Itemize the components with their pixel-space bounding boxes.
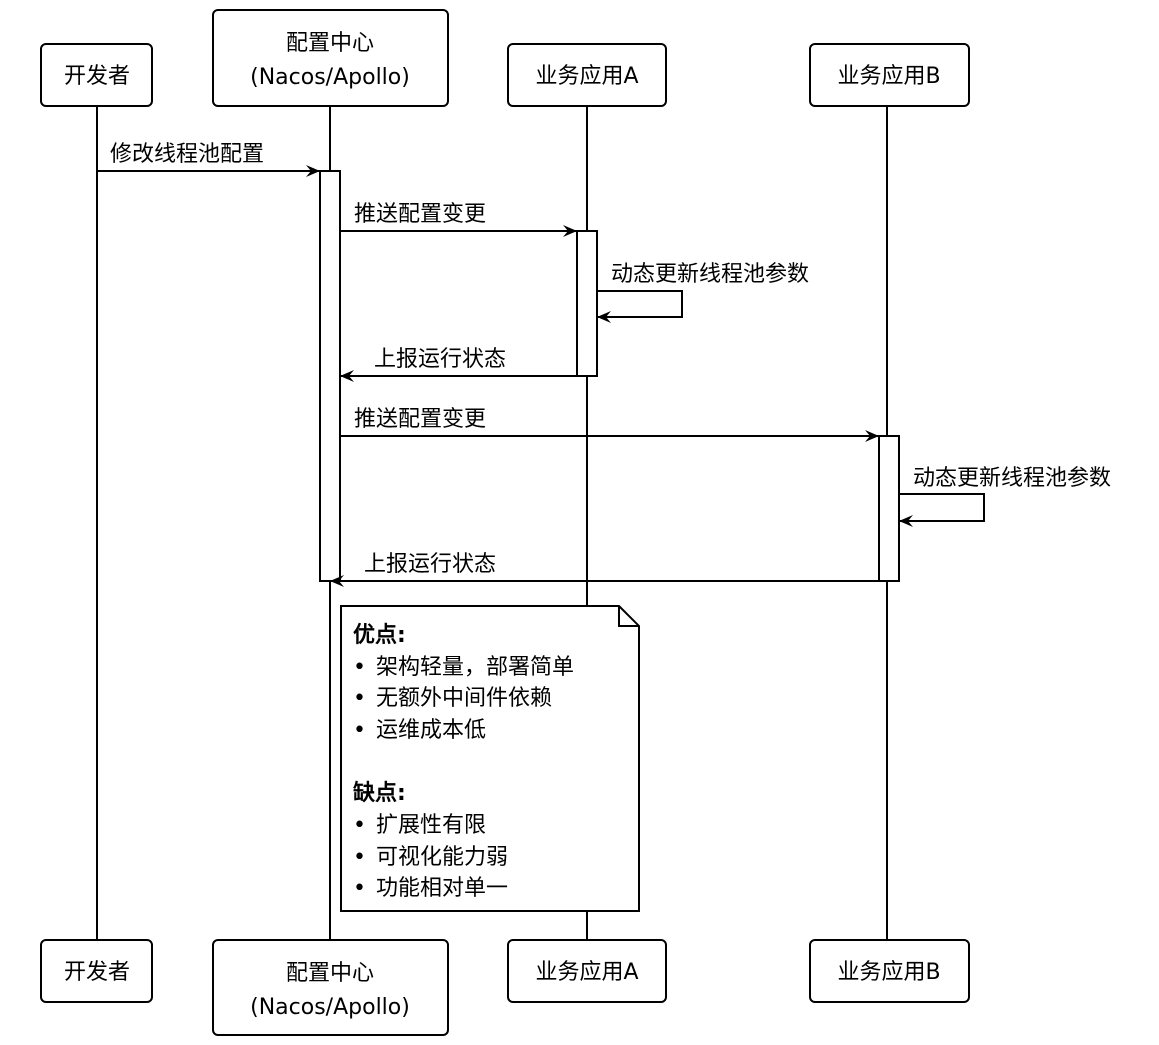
activation-appA	[576, 230, 598, 377]
participant-box-dev-top	[40, 43, 153, 107]
participant-label-config-top-2: (Nacos/Apollo)	[250, 65, 410, 90]
participant-box-config-bottom	[212, 939, 449, 1036]
note-cons-bullet-2: •	[353, 845, 366, 870]
participant-label-config-bottom-2: (Nacos/Apollo)	[250, 995, 410, 1020]
message-label-4: 上报运行状态	[374, 347, 506, 372]
participant-label-appB-top: 业务应用B	[837, 64, 940, 89]
message-arrow-3-self	[597, 290, 683, 323]
note-pros-item-1: 架构轻量，部署简单	[376, 655, 574, 680]
participant-label-dev-top: 开发者	[64, 64, 130, 89]
note-fold	[618, 606, 639, 627]
note-cons-title: 缺点:	[353, 780, 406, 806]
note-pros-bullet-2: •	[353, 686, 366, 711]
note-cons-item-1: 扩展性有限	[376, 813, 486, 838]
note-cons-item-3: 功能相对单一	[376, 876, 508, 901]
message-label-6: 动态更新线程池参数	[913, 466, 1111, 491]
participant-box-config-top	[212, 9, 449, 107]
note-cons-item-2: 可视化能力弱	[376, 845, 508, 870]
note-pros-bullet-3: •	[353, 718, 366, 743]
participant-box-appA-bottom	[507, 939, 667, 1003]
activation-config	[319, 170, 341, 582]
participant-label-config-bottom-1: 配置中心	[286, 961, 374, 986]
participant-label-appB-bottom: 业务应用B	[837, 960, 940, 985]
message-arrow-6-self	[899, 493, 985, 527]
participant-label-dev-bottom: 开发者	[64, 960, 130, 985]
note-cons-bullet-1: •	[353, 813, 366, 838]
activation-appB	[878, 435, 900, 582]
message-label-1: 修改线程池配置	[110, 142, 264, 167]
note-pros-item-2: 无额外中间件依赖	[376, 686, 552, 711]
message-label-7: 上报运行状态	[364, 552, 496, 577]
note-pros-bullet-1: •	[353, 655, 366, 680]
participant-label-appA-top: 业务应用A	[535, 64, 638, 89]
note-pros-title: 优点:	[353, 622, 406, 648]
participant-box-dev-bottom	[40, 939, 153, 1003]
participant-box-appB-bottom	[809, 939, 970, 1003]
note-box	[340, 605, 640, 912]
note: 优点: • 架构轻量，部署简单 • 无额外中间件依赖 • 运维成本低 缺点: •…	[340, 605, 640, 912]
message-label-2: 推送配置变更	[354, 202, 486, 227]
note-cons-bullet-3: •	[353, 876, 366, 901]
note-pros-item-3: 运维成本低	[376, 718, 486, 743]
message-label-5: 推送配置变更	[354, 407, 486, 432]
participant-box-appA-top	[507, 43, 667, 107]
participant-box-appB-top	[809, 43, 970, 107]
participant-label-appA-bottom: 业务应用A	[535, 960, 638, 985]
participant-label-config-top-1: 配置中心	[286, 31, 374, 56]
message-label-3: 动态更新线程池参数	[611, 262, 809, 287]
